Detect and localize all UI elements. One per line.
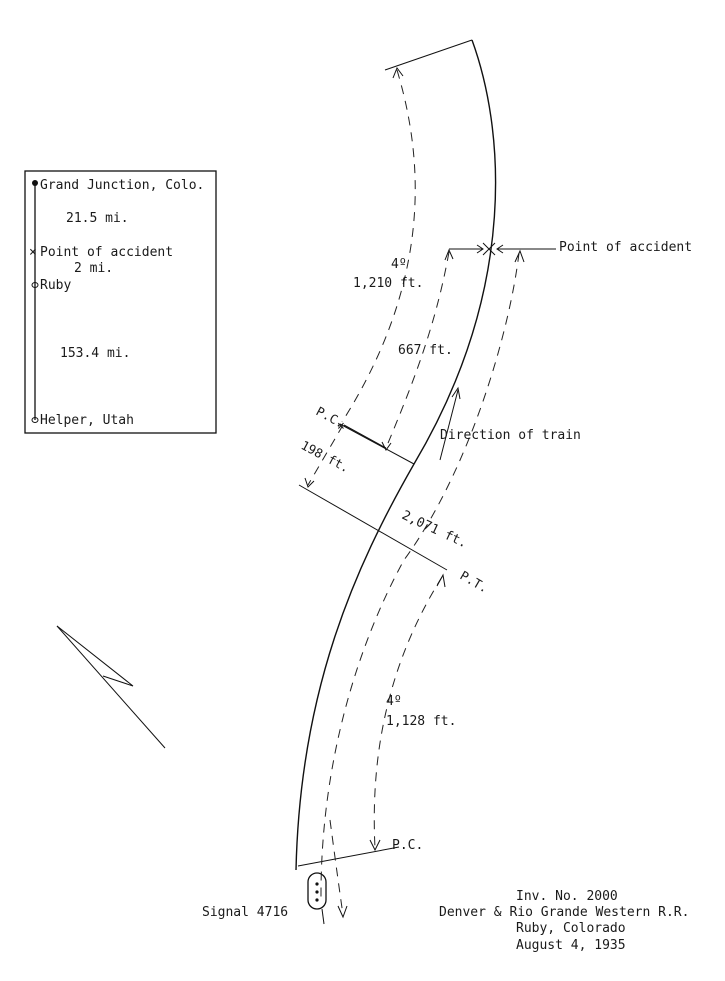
- point-of-accident-marker: [449, 242, 556, 256]
- station-grand-junction: Grand Junction, Colo.: [40, 178, 204, 193]
- dim-upper-curve: [341, 69, 416, 423]
- pc-upper-tick: [339, 423, 415, 465]
- dim-to-signal: [329, 819, 344, 916]
- distance-accident-to-ruby: 2 mi.: [74, 261, 113, 276]
- measure-pc-offset: 198 ft.: [299, 437, 353, 475]
- dim-to-accident: [385, 251, 450, 449]
- track-bottom-end: [297, 846, 400, 867]
- north-arrow-head: [56, 625, 134, 687]
- label-pt: P.T.: [458, 568, 492, 596]
- title-block: Inv. No. 2000 Denver & Rio Grande Wester…: [439, 889, 689, 953]
- station-ruby: Ruby: [40, 278, 71, 293]
- signal-4716: [307, 872, 327, 925]
- station-marker-ruby: [31, 282, 39, 288]
- measure-tangent-length: 2,071 ft.: [399, 508, 469, 551]
- distance-grand-junction-to-accident: 21.5 mi.: [66, 211, 129, 226]
- pc-upper-x: ×: [337, 419, 345, 434]
- dim-pc-offset: [307, 424, 344, 486]
- inset-map-frame: [24, 170, 217, 434]
- label-direction-of-train: Direction of train: [440, 428, 581, 443]
- direction-of-train-arrow: [439, 389, 459, 461]
- title-railroad: Denver & Rio Grande Western R.R.: [439, 905, 689, 920]
- inset-x-marker: ×: [29, 245, 37, 260]
- station-point-of-accident: Point of accident: [40, 245, 173, 260]
- signal-body: [307, 872, 327, 910]
- measure-upper-curve-length: 1,210 ft.: [353, 276, 423, 291]
- title-location: Ruby, Colorado: [516, 921, 626, 936]
- inset-map: × Grand Junction, Colo. 21.5 mi. Point o…: [24, 170, 217, 434]
- main-track: [295, 39, 497, 871]
- measure-upper-curve-degree: 4º: [391, 257, 407, 272]
- north-arrow: [56, 625, 166, 749]
- label-pc-lower: P.C.: [392, 838, 423, 853]
- title-date: August 4, 1935: [516, 938, 626, 953]
- station-marker-helper: [31, 417, 39, 423]
- station-helper: Helper, Utah: [40, 413, 134, 428]
- distance-ruby-to-helper: 153.4 mi.: [60, 346, 130, 361]
- north-arrow-shaft: [56, 625, 166, 749]
- measure-lower-curve-length: 1,128 ft.: [386, 714, 456, 729]
- label-signal: Signal 4716: [202, 905, 288, 920]
- measure-lower-curve-degree: 4º: [386, 694, 402, 709]
- station-marker-grand-junction: [32, 180, 38, 186]
- label-pc-upper: P.C.: [314, 403, 348, 430]
- signal-mast: [321, 908, 325, 925]
- label-point-of-accident: Point of accident: [559, 240, 692, 255]
- track-top-end: [384, 39, 473, 71]
- measure-to-accident: 667 ft.: [398, 343, 453, 358]
- title-investigation: Inv. No. 2000: [516, 889, 618, 904]
- dim-lower-curve: [373, 576, 443, 849]
- pt-tick: [298, 484, 448, 571]
